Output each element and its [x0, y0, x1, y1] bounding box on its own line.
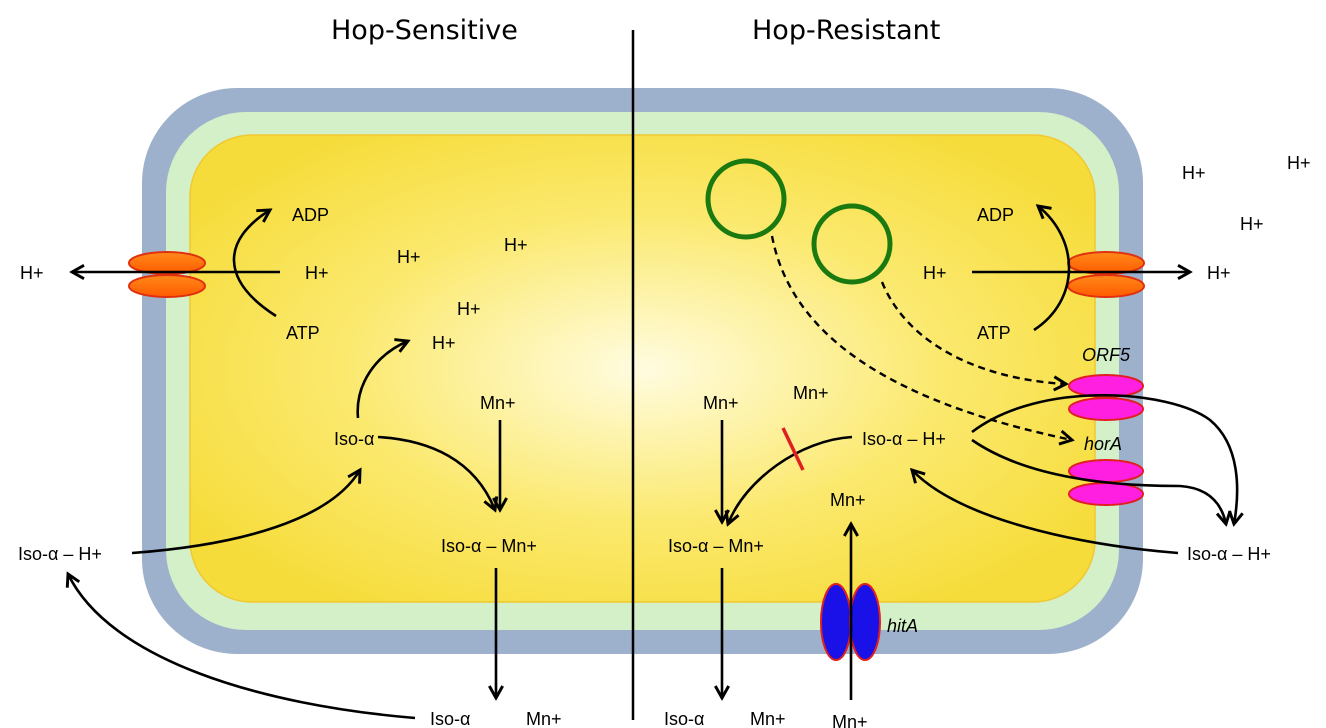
arrow-atp-adp-left — [232, 210, 277, 318]
hora-transporter — [1068, 459, 1144, 506]
label-mn-transport: Mn+ — [830, 490, 866, 510]
atpase-right — [1067, 251, 1145, 298]
arrow-isoh-to-isomn-right — [728, 435, 853, 524]
label-iso-alpha-left: Iso-α — [334, 429, 374, 449]
arrow-isoh-via-orf5 — [971, 394, 1237, 524]
arrow-iso-to-isomn-left — [377, 435, 495, 510]
arrow-iso-bottom-to-isoh-left — [68, 574, 416, 720]
label-h-top-1: H+ — [1182, 163, 1206, 183]
label-h-free-3: H+ — [457, 299, 481, 319]
label-adp-right: ADP — [977, 205, 1014, 225]
label-mn-bottom-right-1: Mn+ — [750, 709, 786, 728]
label-h-top-2: H+ — [1287, 153, 1311, 173]
label-h-out-left: H+ — [20, 263, 44, 283]
label-h-out-right: H+ — [1207, 263, 1231, 283]
label-h-free-1: H+ — [397, 247, 421, 267]
orf5-transporter — [1068, 374, 1144, 421]
label-hora: horA — [1084, 434, 1122, 454]
label-atp-left: ATP — [286, 323, 320, 343]
label-adp-left: ADP — [292, 205, 329, 225]
label-iso-mn-left: Iso-α – Mn+ — [441, 536, 537, 556]
label-mn-in-right-1: Mn+ — [703, 393, 739, 413]
hita-transporter — [820, 583, 881, 661]
label-iso-bottom-left: Iso-α — [430, 709, 470, 728]
arrow-iso-to-h-left — [356, 341, 408, 419]
label-atp-right: ATP — [977, 323, 1011, 343]
cytoplasm — [189, 134, 1096, 603]
label-mn-in-left: Mn+ — [480, 393, 516, 413]
dashed-vesicle1-to-hora — [770, 235, 1072, 440]
label-h-free-4: H+ — [432, 333, 456, 353]
label-h-top-3: H+ — [1240, 214, 1264, 234]
label-iso-h-out-right: Iso-α – H+ — [1187, 544, 1271, 564]
label-hita: hitA — [887, 616, 918, 636]
header-hop-resistant: Hop-Resistant — [752, 15, 940, 46]
arrow-atp-adp-right — [1033, 206, 1071, 332]
dashed-vesicle2-to-orf5 — [880, 281, 1066, 384]
arrow-isoh-into-cell-right — [912, 470, 1179, 555]
label-iso-bottom-right: Iso-α — [664, 709, 704, 728]
label-iso-h-out-left: Iso-α – H+ — [18, 544, 102, 564]
label-iso-mn-right: Iso-α – Mn+ — [668, 536, 764, 556]
vesicle-2 — [811, 203, 893, 285]
label-h-pump-right: H+ — [923, 263, 947, 283]
label-iso-h-in-right: Iso-α – H+ — [862, 429, 946, 449]
label-orf5: ORF5 — [1082, 345, 1131, 365]
header-hop-sensitive: Hop-Sensitive — [331, 15, 518, 46]
vesicle-1 — [705, 158, 787, 240]
inhibition-mark — [781, 427, 805, 471]
label-h-free-2: H+ — [504, 235, 528, 255]
label-h-pump-left: H+ — [305, 263, 329, 283]
label-mn-in-right-2: Mn+ — [793, 383, 829, 403]
cell — [142, 88, 1143, 654]
arrow-isoh-via-hora — [971, 438, 1226, 524]
label-mn-bottom-left: Mn+ — [526, 709, 562, 728]
label-mn-bottom-right-2: Mn+ — [832, 712, 868, 728]
arrow-isoh-into-cell-left — [131, 470, 360, 555]
atpase-left — [128, 251, 206, 298]
